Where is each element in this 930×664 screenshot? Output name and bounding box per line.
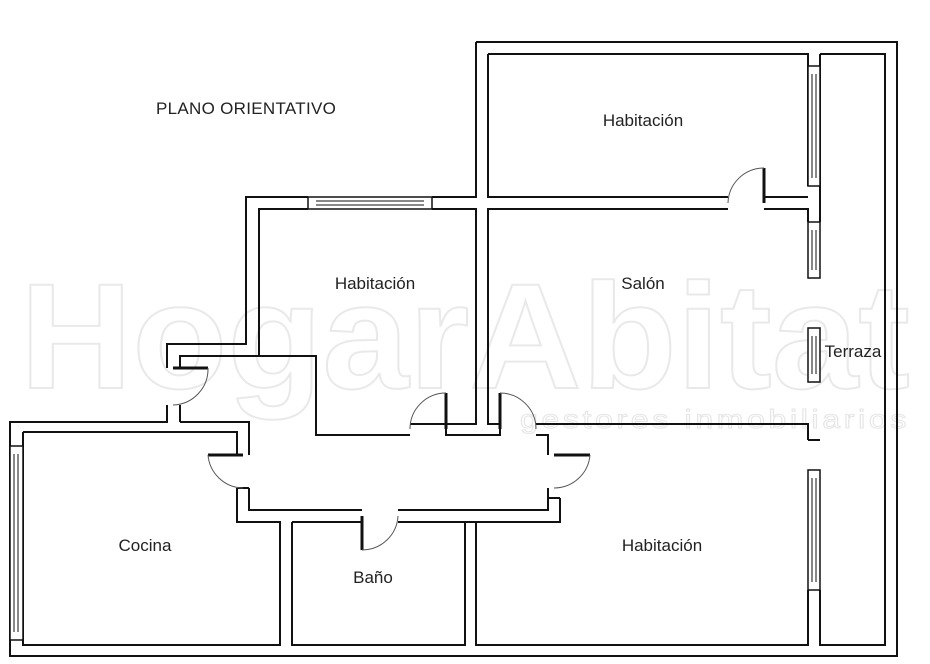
plan-title: PLANO ORIENTATIVO	[156, 99, 336, 118]
door-entrance	[172, 366, 209, 406]
corridor-walls	[23, 186, 821, 523]
labels: PLANO ORIENTATIVO Habitación Habitación …	[119, 99, 882, 587]
label-habitacion-bottom: Habitación	[622, 536, 702, 555]
label-terraza: Terraza	[825, 342, 882, 361]
watermark: HogarAbitat gestores inmobiliarios	[19, 251, 911, 435]
label-habitacion-top: Habitación	[603, 111, 683, 130]
room-bano-walls	[291, 521, 809, 646]
watermark-tagline: gestores inmobiliarios	[520, 404, 910, 434]
watermark-brand: HogarAbitat	[20, 252, 910, 420]
door-salon	[498, 392, 537, 430]
doors	[172, 167, 766, 551]
window-bottom-bedroom	[807, 469, 821, 591]
door-top-bedroom	[727, 167, 766, 204]
window-top-bedroom-right	[807, 65, 821, 187]
label-habitacion-left: Habitación	[335, 274, 415, 293]
window-salon-lower	[807, 327, 821, 383]
window-cocina	[9, 445, 24, 641]
label-cocina: Cocina	[119, 536, 172, 555]
window-salon-upper	[807, 221, 821, 279]
windows	[9, 65, 821, 641]
door-bottom-bedroom	[553, 453, 591, 489]
window-top-left-bedroom	[307, 196, 433, 210]
door-bano	[360, 515, 399, 551]
label-bano: Baño	[353, 568, 393, 587]
door-left-bedroom	[409, 392, 448, 430]
door-cocina	[207, 453, 244, 489]
label-salon: Salón	[621, 274, 664, 293]
